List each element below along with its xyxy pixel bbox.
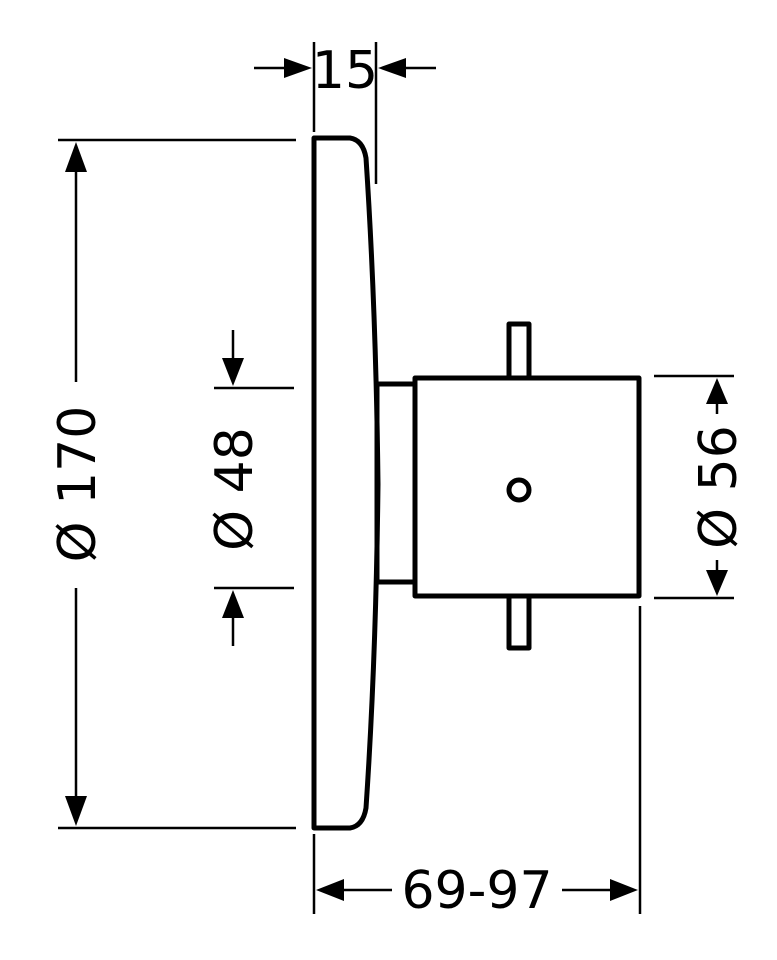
arrow-icon (378, 58, 406, 78)
arrow-icon (706, 378, 728, 404)
dimension-label-body-diameter: Ø 56 (689, 425, 749, 549)
center-hole (506, 477, 532, 503)
dimension-label-plate-diameter: Ø 170 (48, 406, 108, 563)
arrow-icon (65, 142, 87, 172)
dimension-projection: 69-97 (312, 606, 642, 921)
arrow-icon (284, 58, 312, 78)
arrow-icon (316, 879, 344, 901)
arrow-icon (706, 570, 728, 596)
dimension-neck-diameter: Ø 48 (205, 330, 294, 646)
cover-plate (311, 135, 381, 831)
dimension-thickness: 15 (254, 41, 436, 184)
arrow-icon (610, 879, 638, 901)
neck-sleeve (374, 381, 418, 585)
dimension-label-projection: 69-97 (401, 861, 552, 921)
dimension-body-diameter: Ø 56 (654, 374, 749, 600)
arrow-icon (65, 796, 87, 826)
dimension-label-neck-diameter: Ø 48 (205, 427, 265, 551)
arrow-icon (222, 590, 244, 618)
top-tab (506, 321, 532, 381)
bottom-tab (506, 593, 532, 651)
dimension-label-thickness: 15 (312, 41, 378, 101)
dimension-plate-diameter: Ø 170 (48, 138, 296, 830)
arrow-icon (222, 358, 244, 386)
